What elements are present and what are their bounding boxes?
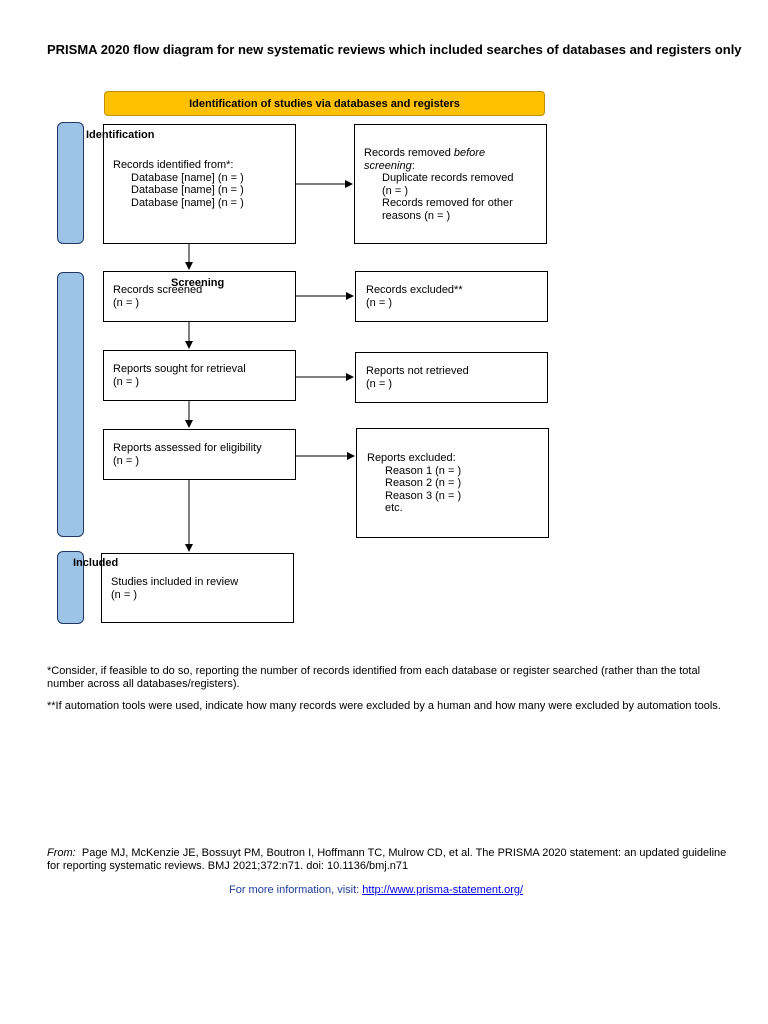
- prisma-website-link[interactable]: http://www.prisma-statement.org/: [362, 884, 524, 896]
- other-reasons-count: reasons (n = ): [382, 209, 451, 222]
- reason-line: Reason 2 (n = ): [385, 477, 462, 489]
- records-excluded-box: Records excluded** (n = ): [355, 271, 548, 322]
- records-removed-heading: Records removed before: [364, 147, 486, 159]
- page-title: PRISMA 2020 flow diagram for new systema…: [47, 42, 742, 57]
- reports-assessed-box: Reports assessed for eligibility (n = ): [103, 429, 296, 480]
- included-label: Included: [73, 557, 119, 569]
- duplicates-line: Duplicate records removed: [382, 172, 514, 184]
- reports-sought-label: Reports sought for retrieval: [113, 363, 246, 375]
- reports-excluded-label: Reports excluded:: [367, 452, 456, 464]
- footnote-1: *Consider, if feasible to do so, reporti…: [47, 665, 701, 690]
- records-removed-box: Records removed before screening: Duplic…: [354, 124, 547, 244]
- footnote-2: **If automation tools were used, indicat…: [47, 700, 721, 712]
- reports-sought-box: Reports sought for retrieval (n = ): [103, 350, 296, 401]
- identification-label: Identification: [86, 129, 155, 141]
- records-excluded-count: (n = ): [366, 296, 392, 309]
- reason-line: etc.: [385, 502, 403, 514]
- studies-included-count: (n = ): [111, 588, 137, 601]
- reason-line: Reason 1 (n = ): [385, 464, 462, 477]
- database-line: Database [name] (n = ): [131, 184, 244, 196]
- reports-sought-count: (n = ): [113, 375, 139, 388]
- duplicates-count: (n = ): [382, 184, 408, 197]
- records-screened-label: Records screened: [113, 284, 203, 296]
- reports-excluded-box: Reports excluded: Reason 1 (n = ) Reason…: [356, 428, 549, 538]
- citation: From: Page MJ, McKenzie JE, Bossuyt PM, …: [47, 847, 737, 873]
- more-info: For more information, visit: http://www.…: [229, 884, 523, 897]
- database-line: Database [name] (n = ): [131, 196, 244, 209]
- identification-banner: Identification of studies via databases …: [104, 91, 545, 116]
- records-screened-count: (n = ): [113, 296, 139, 309]
- records-removed-heading-cont: screening:: [364, 159, 415, 172]
- screening-label: Screening: [171, 277, 225, 289]
- screening-phase-panel: [57, 272, 84, 537]
- other-reasons-line: Records removed for other: [382, 197, 513, 209]
- reason-line: Reason 3 (n = ): [385, 489, 462, 502]
- records-screened-box: Records screened (n = ): [103, 271, 296, 322]
- reports-not-retrieved-count: (n = ): [366, 377, 392, 390]
- records-excluded-label: Records excluded**: [366, 284, 463, 296]
- more-info-label: For more information, visit:: [229, 884, 363, 896]
- records-identified-heading: Records identified from*:: [113, 159, 234, 171]
- reports-not-retrieved-label: Reports not retrieved: [366, 365, 469, 377]
- studies-included-box: Studies included in review (n = ): [101, 553, 294, 623]
- database-line: Database [name] (n = ): [131, 171, 244, 184]
- citation-text: Page MJ, McKenzie JE, Bossuyt PM, Boutro…: [47, 847, 727, 872]
- identification-phase-panel: [57, 122, 84, 244]
- records-identified-box: Records identified from*: Database [name…: [103, 124, 296, 244]
- citation-from-label: From:: [47, 847, 76, 859]
- reports-assessed-label: Reports assessed for eligibility: [113, 442, 262, 454]
- reports-assessed-count: (n = ): [113, 454, 139, 467]
- studies-included-label: Studies included in review: [111, 576, 239, 588]
- reports-not-retrieved-box: Reports not retrieved (n = ): [355, 352, 548, 403]
- included-phase-panel: [57, 551, 84, 624]
